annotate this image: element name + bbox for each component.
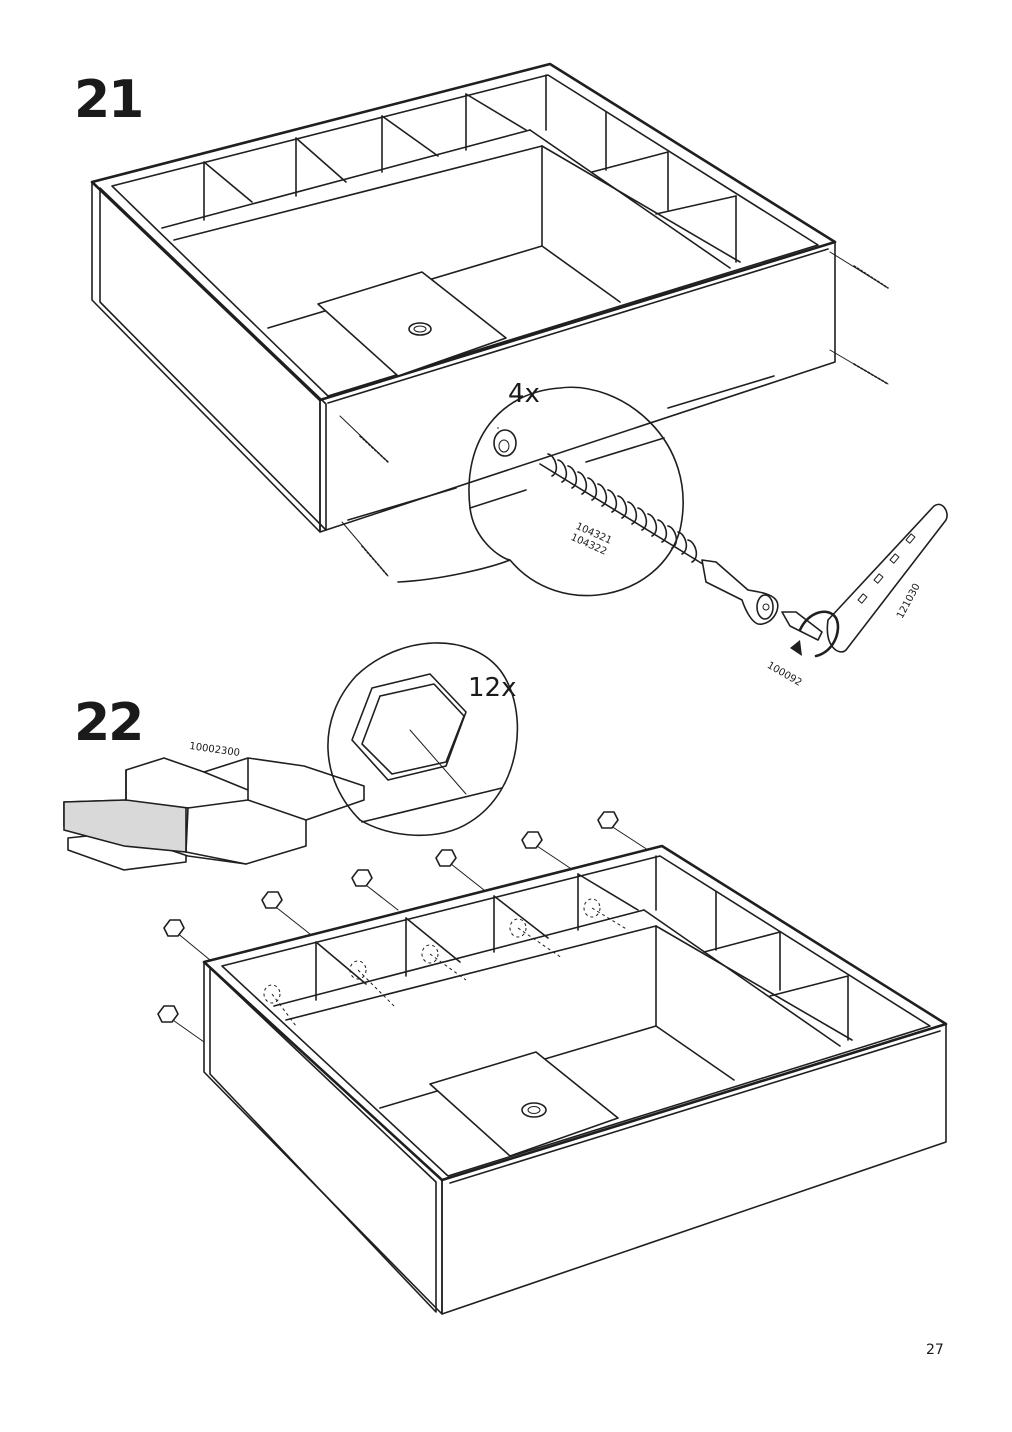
- step-22-quantity: 12x: [468, 673, 517, 703]
- felt-pad-icon: [261, 891, 283, 909]
- screw-icon: [829, 349, 889, 385]
- screw-detail-bubble: [397, 386, 779, 625]
- step-21-number: 21: [74, 70, 144, 130]
- page-number: 27: [926, 1342, 944, 1358]
- hex-key-icon: [826, 503, 948, 653]
- pad-detail-bubble: [327, 642, 519, 837]
- felt-pad-icon: [521, 831, 543, 849]
- screw-icon: [341, 521, 389, 577]
- screw-icon: [539, 453, 779, 625]
- screw-icon: [829, 251, 889, 289]
- pad-sheet-icon: [63, 757, 365, 871]
- felt-pad-icon: [435, 849, 457, 867]
- rotate-arrow-icon: [790, 610, 840, 658]
- screw-icon: [339, 415, 389, 463]
- felt-pad-icon: [157, 1005, 179, 1023]
- step-22-number: 22: [74, 693, 144, 753]
- felt-pad-icon: [351, 869, 373, 887]
- felt-pad-icon: [351, 673, 467, 795]
- felt-pad-icon: [597, 811, 619, 829]
- step-22-drawer-frame: [169, 823, 948, 1315]
- step-21-drawer-frame: [90, 62, 889, 577]
- felt-pad-icon: [163, 919, 185, 937]
